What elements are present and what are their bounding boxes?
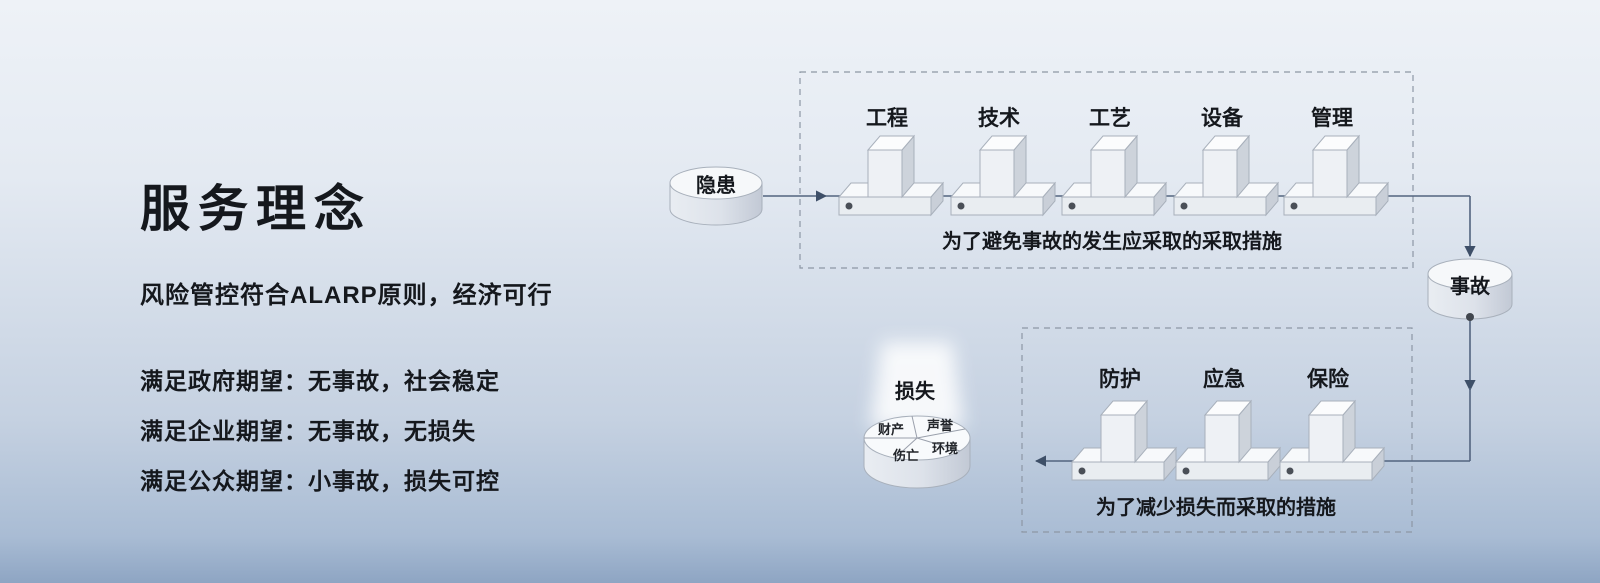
barrier-mitigation-1: 应急	[1175, 367, 1281, 481]
loss-segment-reputation: 声誉	[926, 418, 954, 433]
expectation-government: 满足政府期望：无事故，社会稳定	[140, 368, 500, 394]
left-text-panel: 服务理念 风险管控符合ALARP原则，经济可行 满足政府期望：无事故，社会稳定 …	[140, 182, 660, 512]
loss-node: 财产 声誉 伤亡 环境 损失	[863, 379, 971, 489]
barrier-label: 管理	[1311, 106, 1353, 130]
subtitle: 风险管控符合ALARP原则，经济可行	[140, 282, 553, 309]
expectation-enterprise: 满足企业期望：无事故，无损失	[140, 418, 476, 444]
barrier-mitigation-2: 保险	[1279, 367, 1385, 481]
loss-segment-property: 财产	[878, 422, 904, 437]
barrier-prevention-4: 管理	[1283, 106, 1389, 216]
expectations-list: 满足政府期望：无事故，社会稳定 满足企业期望：无事故，无损失 满足公众期望：小事…	[140, 362, 660, 496]
loss-glow	[870, 342, 964, 428]
barrier-label: 工程	[866, 107, 908, 130]
prevention-caption: 为了避免事故的发生应采取的采取措施	[942, 229, 1282, 253]
barrier-label: 工艺	[1089, 106, 1131, 130]
barrier-prevention-2: 工艺	[1061, 106, 1167, 216]
barrier-label: 技术	[978, 107, 1020, 130]
mitigation-caption: 为了减少损失而采取的措施	[1096, 495, 1336, 519]
barrier-prevention-1: 技术	[950, 107, 1056, 216]
page-title: 服务理念	[140, 181, 372, 237]
accident-node: 事故	[1427, 258, 1513, 321]
hazard-label: 隐患	[696, 174, 736, 197]
barrier-label-insurance: 保险	[1306, 367, 1350, 391]
loss-pie-slices	[864, 415, 966, 459]
barrier-mitigation-0: 防护	[1071, 367, 1177, 481]
prevention-box	[799, 71, 1414, 269]
accident-connector-dot	[1466, 313, 1474, 321]
barrier-prevention-3: 设备	[1173, 106, 1279, 216]
barrier-label: 应急	[1203, 367, 1245, 391]
loss-label: 损失	[895, 379, 936, 403]
hazard-node: 隐患	[669, 166, 763, 226]
loss-segment-casualty: 伤亡	[892, 448, 919, 463]
barrier-prevention-0: 工程	[838, 107, 944, 216]
expectation-public: 满足公众期望：小事故，损失可控	[140, 468, 500, 494]
accident-label: 事故	[1450, 274, 1491, 298]
barrier-label: 设备	[1201, 106, 1244, 130]
barrier-label: 防护	[1099, 367, 1141, 391]
loss-segment-environment: 环境	[932, 441, 958, 456]
